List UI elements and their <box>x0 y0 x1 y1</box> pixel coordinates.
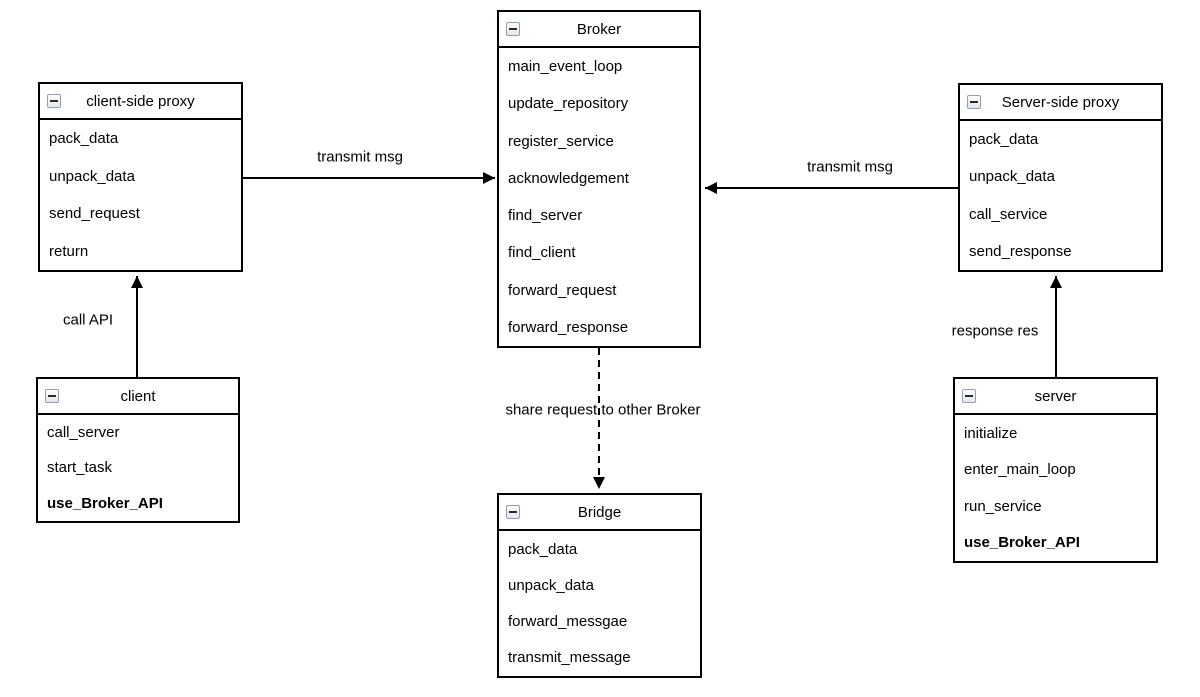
server-proxy-method-item: pack_data <box>969 131 1039 149</box>
collapse-minus-icon[interactable] <box>967 95 981 109</box>
bridge-header: Bridge <box>499 495 700 531</box>
server-side-proxy-header: Server-side proxy <box>960 85 1161 121</box>
edge-label-transmit-msg-left: transmit msg <box>317 148 403 166</box>
server-method-item: initialize <box>964 424 1018 442</box>
client-method-item: use_Broker_API <box>47 494 163 512</box>
broker-title: Broker <box>576 20 622 38</box>
broker-method-item: register_service <box>508 132 614 150</box>
server-side-proxy-body: pack_data unpack_data call_service send_… <box>960 121 1161 270</box>
broker-method-item: main_event_loop <box>508 58 623 76</box>
server-class-box[interactable]: server initialize enter_main_loop run_se… <box>953 377 1158 563</box>
client-side-proxy-class-box[interactable]: client-side proxy pack_data unpack_data … <box>38 82 243 272</box>
broker-header: Broker <box>499 12 699 48</box>
server-method-item: use_Broker_API <box>964 534 1080 552</box>
broker-method-item: acknowledgement <box>508 169 629 187</box>
bridge-class-box[interactable]: Bridge pack_data unpack_data forward_mes… <box>497 493 702 678</box>
edge-label-transmit-msg-right: transmit msg <box>807 158 893 176</box>
bridge-method-item: transmit_message <box>508 649 631 667</box>
client-proxy-method-item: return <box>49 242 89 260</box>
server-proxy-method-item: unpack_data <box>969 168 1055 186</box>
edge-label-response-res: response res <box>951 322 1039 340</box>
client-body: call_server start_task use_Broker_API <box>38 415 238 521</box>
client-proxy-method-item: send_request <box>49 205 140 223</box>
collapse-minus-icon[interactable] <box>45 389 59 403</box>
broker-body: main_event_loop update_repository regist… <box>499 48 699 346</box>
bridge-method-item: forward_messgae <box>508 613 628 631</box>
bridge-body: pack_data unpack_data forward_messgae tr… <box>499 531 700 676</box>
bridge-method-item: pack_data <box>508 540 578 558</box>
bridge-method-item: unpack_data <box>508 576 594 594</box>
broker-method-item: forward_request <box>508 281 617 299</box>
bridge-title: Bridge <box>577 503 622 521</box>
client-side-proxy-header: client-side proxy <box>40 84 241 120</box>
server-method-item: enter_main_loop <box>964 461 1076 479</box>
client-method-item: start_task <box>47 459 113 477</box>
client-header: client <box>38 379 238 415</box>
broker-method-item: forward_response <box>508 318 629 336</box>
collapse-minus-icon[interactable] <box>962 389 976 403</box>
broker-method-item: find_client <box>508 244 576 262</box>
client-side-proxy-title: client-side proxy <box>86 92 195 110</box>
client-proxy-method-item: pack_data <box>49 130 119 148</box>
client-title: client <box>120 387 156 405</box>
client-class-box[interactable]: client call_server start_task use_Broker… <box>36 377 240 523</box>
collapse-minus-icon[interactable] <box>506 22 520 36</box>
edge-label-share-request: share request to other Broker <box>505 401 701 419</box>
server-body: initialize enter_main_loop run_service u… <box>955 415 1156 561</box>
edge-label-call-api: call API <box>62 311 114 329</box>
server-proxy-method-item: call_service <box>969 205 1048 223</box>
broker-method-item: find_server <box>508 207 583 225</box>
server-title: server <box>1034 387 1077 405</box>
collapse-minus-icon[interactable] <box>506 505 520 519</box>
server-proxy-method-item: send_response <box>969 242 1072 260</box>
server-header: server <box>955 379 1156 415</box>
client-method-item: call_server <box>47 424 120 442</box>
server-side-proxy-class-box[interactable]: Server-side proxy pack_data unpack_data … <box>958 83 1163 272</box>
client-proxy-method-item: unpack_data <box>49 167 135 185</box>
broker-method-item: update_repository <box>508 95 629 113</box>
client-side-proxy-body: pack_data unpack_data send_request retur… <box>40 120 241 270</box>
server-side-proxy-title: Server-side proxy <box>1001 93 1120 111</box>
server-method-item: run_service <box>964 497 1042 515</box>
collapse-minus-icon[interactable] <box>47 94 61 108</box>
broker-class-box[interactable]: Broker main_event_loop update_repository… <box>497 10 701 348</box>
